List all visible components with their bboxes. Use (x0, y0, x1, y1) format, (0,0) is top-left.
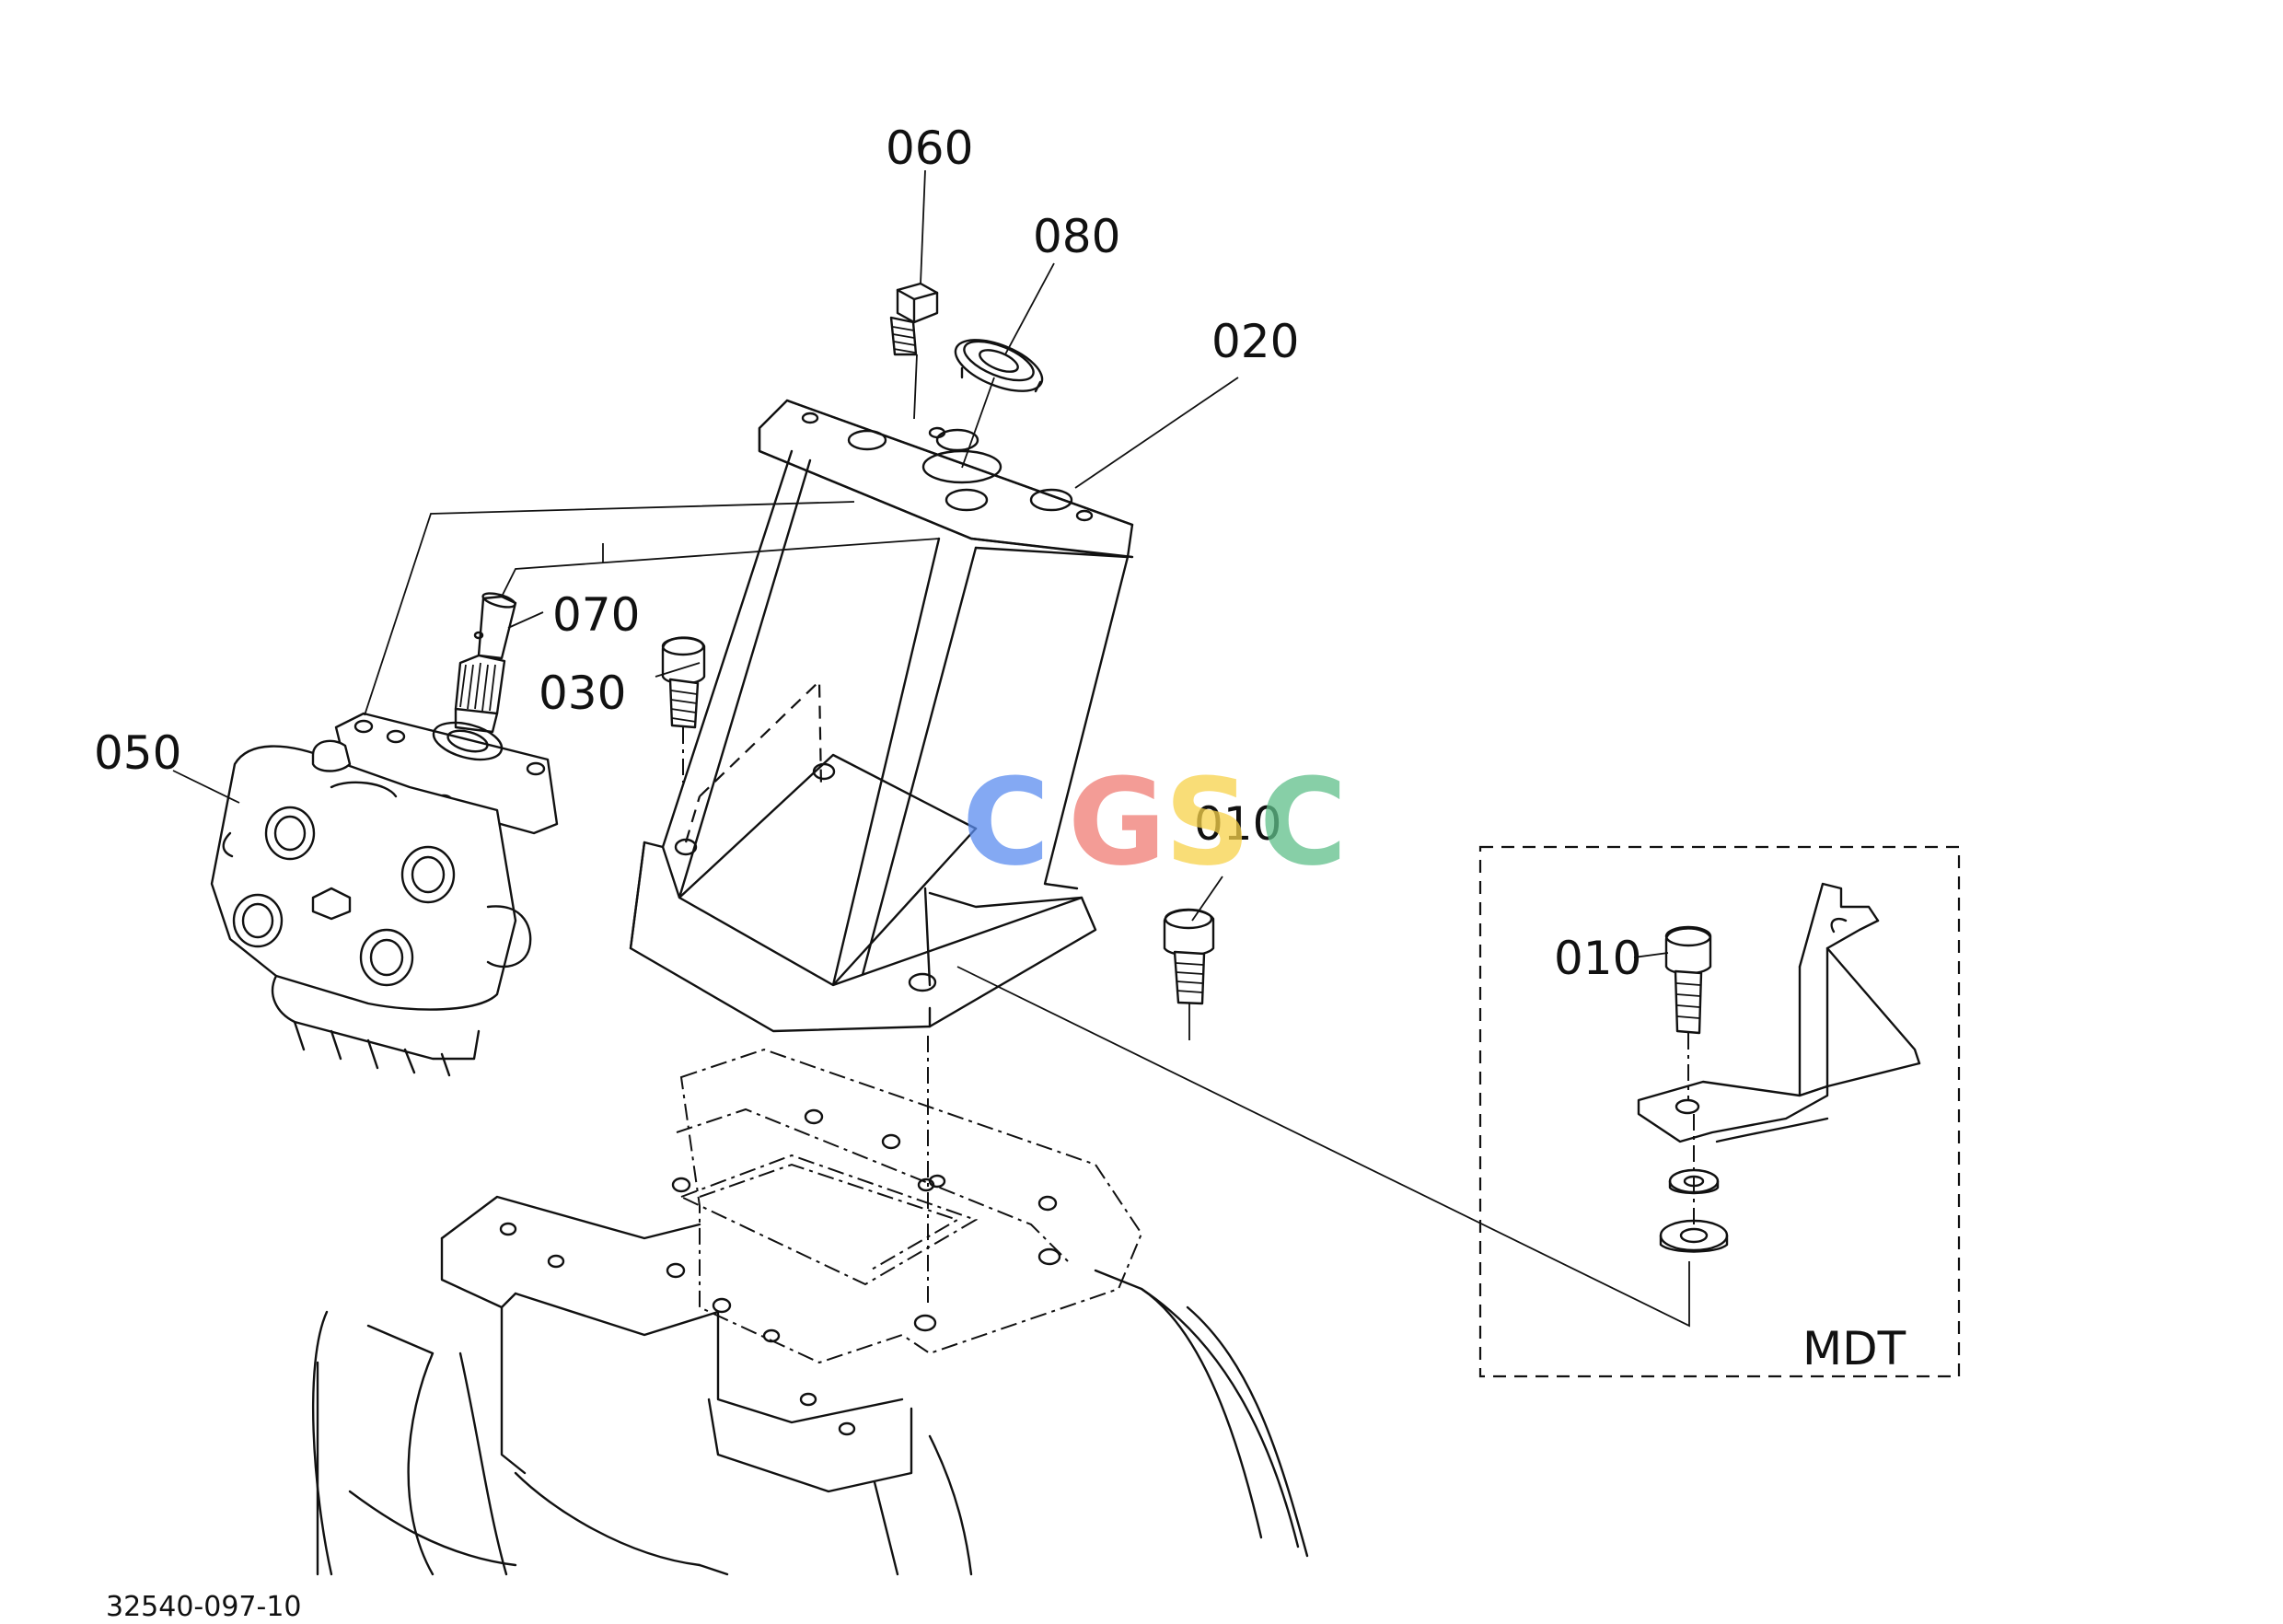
transmission-housing (312, 1048, 1309, 1576)
callout-030: 030 (539, 667, 626, 720)
steering-bracket (629, 399, 1134, 1033)
shaft-070 (454, 592, 517, 734)
callout-010-main: 010 (1194, 797, 1281, 851)
callout-080: 080 (1033, 210, 1120, 263)
steering-unit-050 (210, 712, 559, 1077)
drawing-number: 32540-097-10 (106, 1591, 302, 1623)
watermark-letter: S (1165, 752, 1251, 892)
mdt-label: MDT (1802, 1322, 1906, 1375)
bolt-010-main (1163, 908, 1215, 1005)
callout-050: 050 (94, 726, 181, 780)
watermark-letter: C (1259, 752, 1347, 892)
callout-leaders (172, 169, 1669, 958)
watermark-letter: C (962, 752, 1049, 892)
cgsc-watermark: C G S C (962, 752, 1347, 892)
watermark-letter: G (1068, 752, 1166, 892)
bolt-030 (661, 636, 706, 729)
oil-seal-080 (954, 339, 1044, 393)
callout-010-mdt: 010 (1554, 932, 1641, 985)
callout-020: 020 (1211, 315, 1299, 368)
assembly-lines (364, 354, 1695, 1328)
callout-060: 060 (886, 122, 973, 175)
mdt-inset (1478, 845, 1961, 1378)
callout-labels: 060 080 020 070 030 050 010 010 MDT (94, 122, 1906, 1375)
bolt-060 (889, 282, 939, 356)
callout-070: 070 (552, 588, 640, 642)
